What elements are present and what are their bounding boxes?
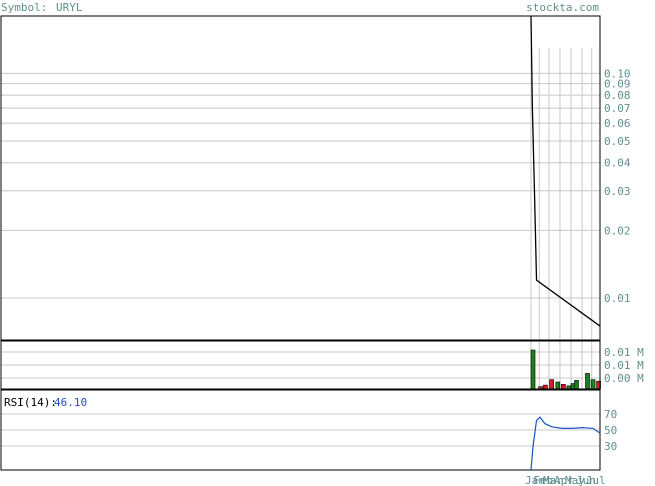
price-panel-frame bbox=[0, 15, 601, 341]
volume-bar bbox=[555, 381, 561, 390]
date-tick-label: Jun bbox=[576, 474, 596, 486]
rsi-line bbox=[530, 416, 601, 471]
date-tick-label: Feb bbox=[533, 474, 553, 486]
date-tick-label: May bbox=[565, 474, 585, 486]
price-line bbox=[530, 15, 601, 327]
rsi-tick-label: 50 bbox=[604, 424, 617, 437]
volume-bar bbox=[561, 384, 566, 390]
price-grid: 0.100.090.080.07 0.06 0.05 0.04 0.03 0.02 0.01 bbox=[1, 48, 631, 340]
volume-panel-frame bbox=[0, 340, 601, 390]
volume-tick-label: 0.01 M bbox=[604, 359, 644, 372]
volume-tick-label: 0.01 M bbox=[604, 346, 644, 359]
symbol-label: Symbol: bbox=[1, 1, 47, 14]
volume-grid: 0.01 M0.01 M0.00 M bbox=[1, 341, 644, 389]
price-tick-label: 0.04 bbox=[604, 157, 631, 170]
volume-bar bbox=[530, 349, 536, 390]
price-tick-label: 0.08 bbox=[604, 89, 631, 102]
rsi-tick-label: 70 bbox=[604, 408, 617, 421]
date-tick-label: Mar bbox=[543, 474, 563, 486]
rsi-tick-label: 30 bbox=[604, 440, 617, 453]
volume-bar bbox=[574, 380, 579, 390]
date-tick-label: Jan bbox=[525, 474, 545, 486]
volume-bars bbox=[530, 349, 601, 390]
rsi-value: 46.10 bbox=[54, 396, 87, 409]
volume-bar bbox=[549, 379, 554, 390]
price-tick-label: 0.07 bbox=[604, 102, 631, 115]
volume-panel: 0.01 M0.01 M0.00 M bbox=[0, 340, 644, 390]
price-tick-label: 0.02 bbox=[604, 224, 631, 237]
price-tick-label: 0.05 bbox=[604, 135, 631, 148]
rsi-grid: 70 50 30 bbox=[1, 408, 617, 453]
rsi-label: RSI(14): bbox=[4, 396, 57, 409]
symbol-value: URYL bbox=[56, 1, 83, 14]
price-panel: 0.100.090.080.07 0.06 0.05 0.04 0.03 0.02 0.01 bbox=[0, 15, 631, 341]
chart-header: Symbol: URYL stockta.com bbox=[1, 1, 599, 14]
price-tick-label: 0.06 bbox=[604, 117, 631, 130]
date-tick-label: Jul bbox=[586, 474, 606, 486]
rsi-panel-frame bbox=[0, 389, 601, 471]
volume-bar bbox=[585, 373, 590, 390]
price-tick-label: 0.10 bbox=[604, 67, 631, 80]
volume-bar bbox=[590, 379, 596, 390]
price-tick-label: 0.01 bbox=[604, 292, 631, 305]
volume-tick-label: 0.00 M bbox=[604, 372, 644, 385]
volume-bar bbox=[543, 384, 548, 390]
site-name: stockta.com bbox=[526, 1, 599, 14]
rsi-panel: 70 50 30 RSI(14): 46.10 bbox=[0, 389, 617, 471]
price-tick-label: 0.03 bbox=[604, 185, 631, 198]
price-tick-label: 0.09 bbox=[604, 78, 631, 91]
date-tick-label: Apr bbox=[554, 474, 574, 486]
